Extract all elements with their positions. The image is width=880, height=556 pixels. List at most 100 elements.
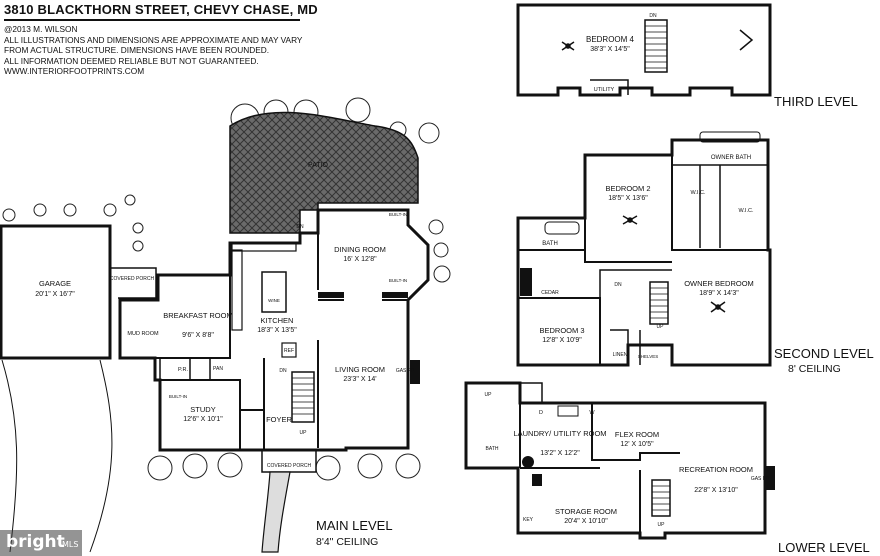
- tub-bath2: [544, 221, 580, 235]
- room-name-living: LIVING ROOM: [335, 365, 385, 374]
- room-dims-garage: 20'1" X 16'7": [35, 291, 75, 298]
- room-dims-kitchen: 18'3" X 13'5": [257, 327, 297, 334]
- label-built-in-dining: BUILT-IN: [389, 212, 407, 217]
- room-name-bedroom4: BEDROOM 4: [586, 35, 635, 44]
- room-name-patio: PATIO: [308, 162, 329, 169]
- level-title-main: MAIN LEVEL: [316, 518, 393, 533]
- garage-walls: [0, 224, 112, 360]
- room-dims-breakfast: 9'6" X 8'8": [182, 332, 214, 339]
- website-link[interactable]: WWW.INTERIORFOOTPRINTS.COM: [4, 66, 145, 76]
- level-title-third: THIRD LEVEL: [774, 94, 858, 109]
- label-ref: REF: [284, 348, 294, 354]
- room-name-utility-third: UTILITY: [594, 87, 615, 93]
- watermark-suffix: MLS: [62, 540, 79, 549]
- room-name-wic-2: W.I.C.: [739, 208, 754, 214]
- second-level-stair-treads: [650, 287, 668, 319]
- room-dims-dining: 16' X 12'8": [343, 256, 377, 263]
- room-dims-bedroom3: 12'8" X 10'9": [542, 337, 582, 344]
- room-name-foyer: FOYER: [266, 415, 292, 424]
- room-name-cedar: CEDAR: [541, 290, 559, 296]
- kitchen-counter-top: [231, 242, 297, 252]
- third-level-plan: [516, 3, 772, 97]
- second-level-walls: [516, 138, 772, 367]
- brightmls-watermark: bright MLS: [0, 530, 82, 556]
- label-gas-fp-lower: GAS FP: [751, 476, 770, 482]
- room-dims-laundry: 13'2" X 12'2": [540, 450, 580, 457]
- stair-up-lower: UP: [485, 392, 493, 398]
- room-name-dining: DINING ROOM: [334, 245, 386, 254]
- wall-flex: [591, 403, 680, 461]
- stair-up-second: UP: [657, 324, 665, 330]
- second-level-plan: [516, 131, 772, 367]
- room-dims-bedroom2: 18'5" X 13'6": [608, 195, 648, 202]
- room-name-study: STUDY: [190, 405, 215, 414]
- room-name-linen: LINEN: [613, 352, 628, 358]
- second-level-stair: [649, 281, 669, 325]
- stair-up-main: UP: [300, 430, 308, 436]
- furnace: [532, 474, 542, 486]
- main-stair-treads: [292, 377, 314, 415]
- main-level-plan: [0, 208, 430, 553]
- garage-driveway: [1, 359, 113, 553]
- room-name-shelves: SHELVES: [638, 354, 658, 359]
- room-name-storage: STORAGE ROOM: [555, 507, 617, 516]
- label-built-in-study: BUILT-IN: [169, 394, 187, 399]
- room-dims-study: 12'6" X 10'1": [183, 416, 223, 423]
- room-name-pan: PAN: [213, 366, 223, 372]
- third-level-dormer-right: [739, 29, 754, 51]
- ceiling-fan-third: [561, 41, 575, 51]
- watermark-brand: bright: [6, 532, 65, 552]
- level-title-lower: LOWER LEVEL: [778, 540, 870, 555]
- fireplace-lower: [765, 466, 775, 490]
- room-dims-storage: 20'4" X 10'10": [564, 518, 608, 525]
- third-level-walls: [516, 3, 772, 97]
- lower-level-plan: [464, 381, 775, 540]
- copyright-line: @2013 M. WILSON: [4, 24, 78, 34]
- lower-stair-top: [519, 382, 543, 404]
- room-dims-owner-bedroom: 18'9" X 14'3": [699, 290, 739, 297]
- room-dims-bedroom4: 38'3" X 14'5": [590, 46, 630, 53]
- room-name-garage: GARAGE: [39, 279, 71, 288]
- room-name-wic-1: W.I.C.: [691, 190, 706, 196]
- patio-surface: [229, 111, 419, 234]
- room-name-kitchen: KITCHEN: [261, 316, 294, 325]
- wall-pr: [159, 358, 211, 380]
- room-name-recreation: RECREATION ROOM: [679, 465, 753, 474]
- room-name-bedroom2: BEDROOM 2: [605, 184, 650, 193]
- ceiling-fan-bedroom2: [622, 215, 638, 225]
- water-heater: [522, 456, 534, 468]
- label-built-in-living: BUILT-IN: [389, 278, 407, 283]
- stair-dn-main: DN: [279, 368, 287, 374]
- wall-breakfast-kitchen: [155, 243, 231, 359]
- dining-bar-right: [382, 292, 408, 298]
- wall-bedroom2: [584, 155, 672, 263]
- label-dryer: D: [539, 410, 543, 416]
- fireplace-main: [410, 360, 420, 384]
- kitchen-island: [261, 271, 287, 313]
- third-level-stair-treads: [645, 25, 667, 69]
- room-name-covered-porch-side: COVERED PORCH: [110, 276, 155, 282]
- room-name-owner-bedroom: OWNER BEDROOM: [684, 279, 754, 288]
- wall-owner-bath: [671, 140, 768, 251]
- third-level-closet: [590, 79, 629, 95]
- covered-porch-side: [110, 267, 157, 299]
- room-name-pr: P.R.: [178, 367, 188, 373]
- disclaimer-line-1: ALL ILLUSTRATIONS AND DIMENSIONS ARE APP…: [4, 34, 303, 45]
- front-walkway: [261, 471, 291, 553]
- disclaimer-line-2: FROM ACTUAL STRUCTURE. DIMENSIONS HAVE B…: [4, 45, 270, 55]
- room-name-mud-room: MUD ROOM: [127, 331, 159, 337]
- label-washer: W: [589, 410, 595, 416]
- ref-box: [281, 342, 297, 358]
- stair-dn-third: DN: [649, 13, 657, 19]
- level-ceiling-second: 8' CEILING: [788, 363, 841, 375]
- disclaimer-line-3: ALL INFORMATION DEEMED RELIABLE BUT NOT …: [4, 55, 259, 66]
- stair-dn-second: DN: [614, 282, 622, 288]
- level-ceiling-main: 8'4" CEILING: [316, 536, 378, 548]
- label-key: KEY: [523, 517, 534, 523]
- stair-dn-patio: DN: [296, 224, 304, 230]
- label-wine: WINE: [268, 298, 280, 303]
- address-underline: [4, 19, 300, 21]
- cedar-closet: [520, 268, 532, 296]
- plan-header: 3810 BLACKTHORN STREET, CHEVY CHASE, MD …: [4, 2, 318, 77]
